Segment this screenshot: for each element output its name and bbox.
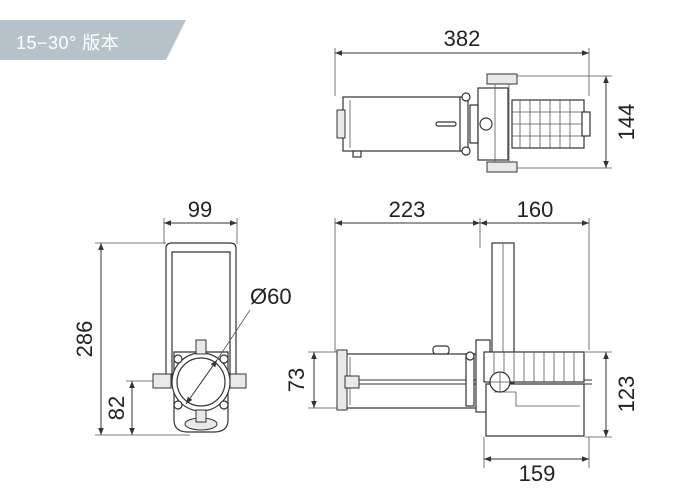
dimension-159: 159 (483, 437, 590, 486)
dim-front-pivot: 82 (104, 396, 129, 420)
version-label: 15−30° 版本 (16, 33, 120, 53)
dim-side-front-length: 223 (389, 197, 426, 222)
dim-top-width: 382 (444, 26, 481, 51)
dimension-144: 144 (510, 75, 639, 169)
dimension-382: 382 (334, 26, 590, 96)
dim-side-rear-length: 160 (517, 197, 554, 222)
front-view: 99 286 82 (72, 197, 292, 436)
dimension-73: 73 (284, 351, 338, 409)
dim-top-height: 144 (614, 104, 639, 141)
top-view-fixture (336, 73, 591, 173)
dim-side-pivot: 73 (284, 368, 309, 392)
dimension-160: 160 (480, 197, 590, 350)
dimension-223: 223 (334, 197, 481, 352)
dim-front-height: 286 (72, 321, 97, 358)
badge-background (0, 20, 186, 60)
dimension-123: 123 (585, 351, 639, 438)
dim-lens-diameter: Ø60 (250, 284, 292, 309)
version-badge: 15−30° 版本 (0, 20, 186, 60)
dim-front-width: 99 (188, 197, 212, 222)
dimension-82: 82 (104, 380, 160, 435)
top-view: 382 144 (334, 26, 639, 173)
dimension-99: 99 (163, 197, 238, 244)
dimension-286: 286 (72, 242, 190, 436)
side-view-fixture (336, 242, 592, 437)
side-view: 223 160 73 123 159 (284, 197, 639, 486)
front-view-fixture (152, 242, 251, 433)
dim-side-body-height: 123 (614, 376, 639, 413)
badge-shape (0, 20, 186, 60)
dim-side-base-length: 159 (519, 461, 556, 486)
